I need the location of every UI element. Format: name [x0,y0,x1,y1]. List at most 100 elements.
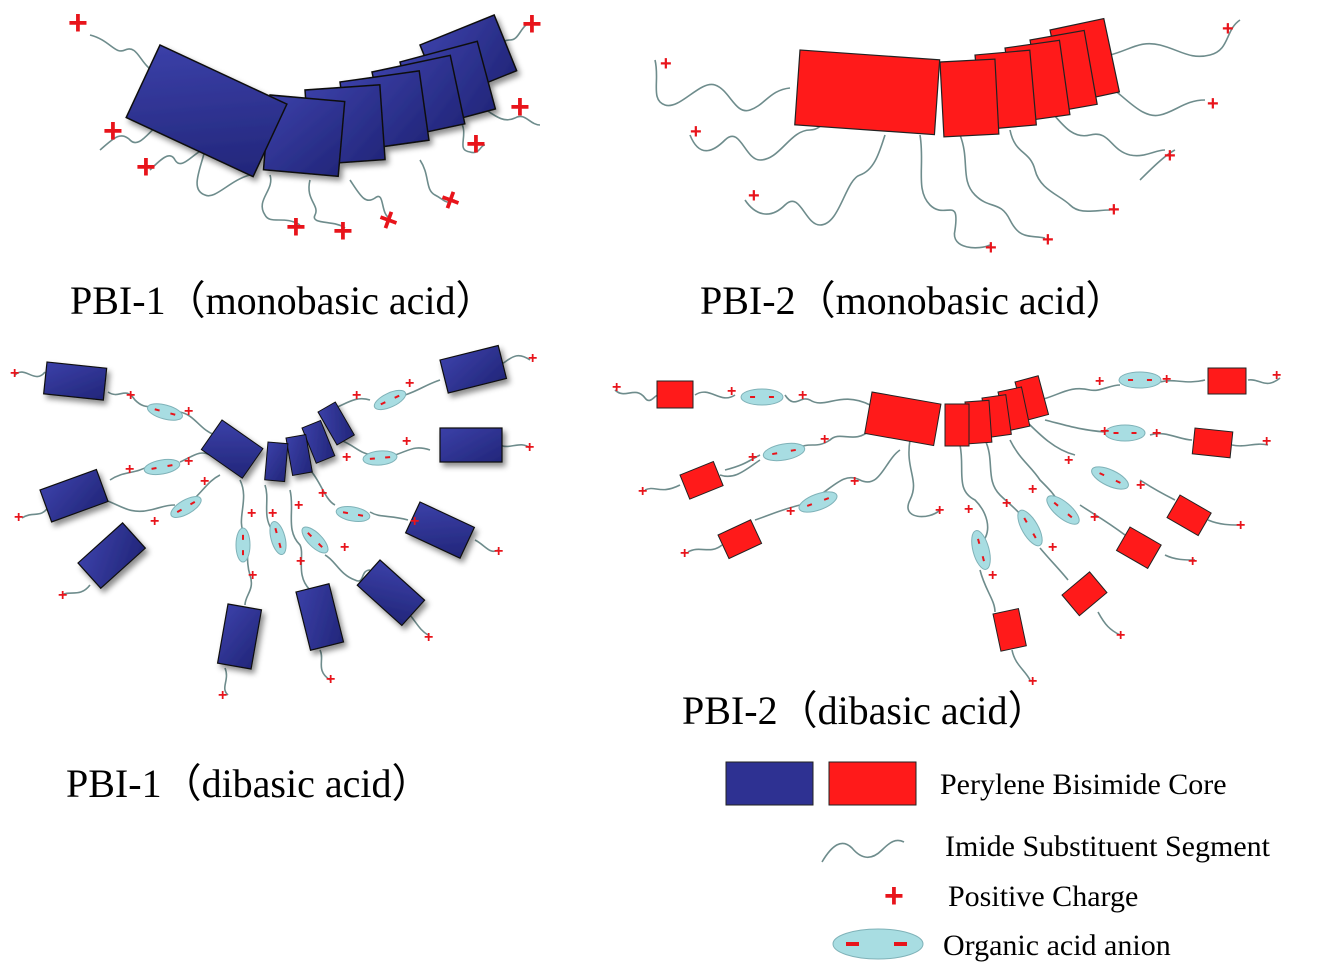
legend-swatch-red-core [828,761,917,806]
positive-charge: + [200,473,209,490]
positive-charge: + [510,88,530,126]
legend-minus-icon [846,942,859,946]
positive-charge: + [528,350,537,367]
pbi2-core-stack [794,17,1121,138]
positive-charges: + + + + + + + + + + + + + + + + + + + + … [10,350,537,704]
panel-caption-pbi1-mono: PBI-1（monobasic acid） [70,278,496,323]
anion-ellipse [143,458,181,476]
anion-charge-marks [806,497,830,507]
positive-charge: + [1262,433,1271,450]
positive-charge: + [125,461,134,478]
positive-charge: + [612,379,621,396]
minus-mark [1115,479,1121,484]
minus-mark [189,501,196,506]
positive-charge: + [1028,673,1037,690]
positive-charge: + [402,433,411,450]
positive-charge: + [58,587,67,604]
positive-charges: + + + + + + + + + + + + + + + + + + + + … [612,367,1281,690]
positive-charge: + [660,53,672,75]
anion-ellipse [362,450,398,466]
anion-charge-marks [274,527,282,549]
core-block [1166,494,1212,537]
legend-segment-icon [821,839,905,863]
positive-charge: + [1136,477,1145,494]
legend-anion-icon [832,928,924,960]
positive-charge: + [247,505,256,522]
positive-charge: + [68,4,88,42]
anion-charge-marks [151,464,173,470]
minus-mark [380,401,386,406]
core-block [864,391,942,447]
minus-mark [750,396,756,398]
anion-minus-layer [151,379,1152,562]
positive-charge: + [333,212,353,250]
panel-caption-pbi1-di: PBI-1（dibasic acid） [66,761,432,806]
positive-charge: + [935,502,944,519]
anion-ellipse [762,442,806,462]
positive-charge: + [405,375,414,392]
minus-mark [977,538,981,544]
anion-ellipse [147,403,183,421]
positive-charge: + [424,629,433,646]
anion-ellipse [170,496,202,518]
anion-charge-marks [242,534,244,556]
positive-charge: + [1188,553,1197,570]
minus-mark [357,513,364,517]
minus-mark [1099,472,1105,477]
positive-charge: + [1162,371,1171,388]
positive-charge: + [352,387,361,404]
positive-charge: + [296,553,305,570]
positive-charge: + [748,185,760,207]
minus-mark [768,396,774,398]
minus-mark [1067,513,1073,519]
anion-charge-marks [380,394,400,406]
positive-charge: + [727,383,736,400]
positive-charge: + [14,509,23,526]
positive-charge: + [850,473,859,490]
anion-ellipse [301,526,329,554]
positive-charge: + [1002,495,1011,512]
core-block [125,44,288,178]
anion-ellipse [1017,509,1043,547]
minus-mark [790,448,796,452]
anion-charge-marks [1113,432,1137,434]
core-block [356,559,426,627]
legend-core-label: Perylene Bisimide Core [940,768,1227,801]
core-block [404,501,476,559]
minus-mark [167,464,173,468]
positive-charge: + [318,485,327,502]
positive-charge: + [988,567,997,584]
positive-charge: + [286,208,306,246]
positive-charge: + [435,179,467,222]
core-block [39,468,109,523]
anion-charge-marks [369,456,391,460]
minus-mark [1146,379,1152,381]
minus-mark [806,503,813,507]
core-block [1207,367,1247,395]
core-block [301,419,336,464]
panel-pbi2-monobasic: + + + + + + + + + PBI-2（monobasic acid） [654,17,1241,323]
core-block [200,419,264,479]
legend-segment-label: Imide Substituent Segment [945,830,1271,863]
positive-charge: + [1095,373,1104,390]
positive-charge: + [410,513,419,530]
anion-ellipse [1104,424,1146,442]
anion-charge-marks [772,448,796,456]
positive-charge: + [373,199,405,242]
core-block [216,603,263,670]
anion-charge-marks [1128,379,1152,381]
positive-charges: + + + + + + + + + + [68,4,542,250]
minus-mark [170,412,176,416]
minus-mark [1128,379,1134,381]
positive-charge: + [294,497,303,514]
anion-charge-marks [154,408,176,416]
minus-mark [242,550,244,556]
positive-charge: + [522,5,542,43]
core-block [656,380,694,409]
positive-charge: + [1272,367,1281,384]
anion-charge-marks [176,501,196,513]
core-block [42,361,108,401]
positive-charge: + [690,121,702,143]
positive-charge: + [340,539,349,556]
